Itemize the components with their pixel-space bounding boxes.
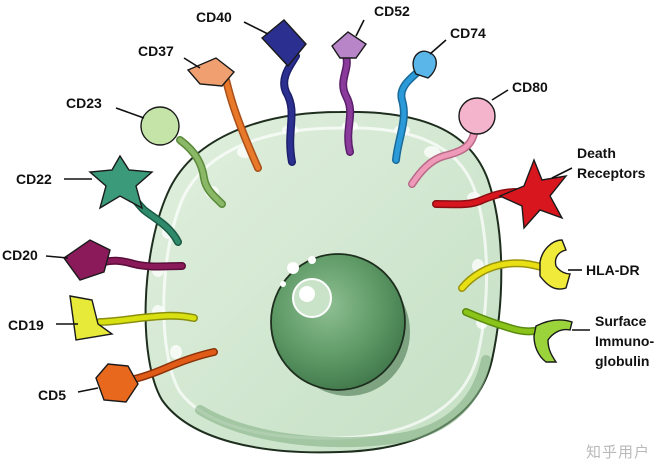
cd80-receptor-icon [458, 97, 496, 135]
nucleus [270, 253, 410, 396]
nucleus-highlight-main [299, 286, 315, 302]
cd5-label: CD5 [38, 387, 66, 403]
nucleus-highlight-2 [308, 256, 316, 264]
hla-dr-label: HLA-DR [586, 262, 640, 278]
cd40-receptor-icon [260, 19, 307, 68]
marker-cd74: CD74 [392, 25, 486, 164]
marker-hla-dr: HLA-DR [458, 239, 640, 292]
cd40-label: CD40 [196, 9, 232, 25]
cd80-label: CD80 [512, 79, 548, 95]
cell-shadow [195, 355, 491, 448]
marker-cd23: CD23 [66, 95, 226, 208]
marker-surface-immunoglobulin: Surface Immuno- globulin [462, 308, 654, 369]
cell-inner-rim [162, 126, 489, 440]
marker-cd40: CD40 [196, 9, 307, 166]
death-receptors-label-line2: Receptors [577, 165, 646, 181]
nucleus-highlight-3 [280, 281, 286, 287]
marker-death-receptors: Death Receptors [432, 145, 646, 230]
cd23-label: CD23 [66, 95, 102, 111]
cd52-label: CD52 [374, 3, 410, 19]
cd74-receptor-icon [412, 50, 437, 79]
marker-cd37: CD37 [138, 43, 262, 172]
surface-ig-label-line2: Immuno- [595, 333, 654, 349]
cd37-receptor-icon [186, 57, 236, 87]
marker-cd20: CD20 [2, 239, 186, 281]
cd22-label: CD22 [16, 171, 52, 187]
nucleus-body [270, 253, 406, 391]
hla-dr-receptor-icon [539, 239, 571, 290]
cd5-receptor-icon [95, 363, 139, 403]
cd52-receptor-icon [331, 31, 367, 59]
surface-ig-label-line3: globulin [595, 353, 649, 369]
cd22-receptor-icon [88, 154, 154, 210]
zhihu-watermark: 知乎用户 [585, 443, 650, 461]
cd20-label: CD20 [2, 247, 38, 263]
nucleus-highlight-1 [287, 262, 299, 274]
cd74-label: CD74 [450, 25, 486, 41]
cd19-label: CD19 [8, 317, 44, 333]
death-receptors-label-line1: Death [577, 145, 616, 161]
cd23-receptor-icon [140, 106, 180, 146]
cd20-receptor-icon [63, 239, 111, 281]
marker-cd5: CD5 [38, 348, 218, 403]
marker-cd80: CD80 [408, 79, 548, 188]
cd19-receptor-icon [69, 295, 114, 341]
marker-cd22: CD22 [16, 154, 182, 246]
death-receptor-icon [498, 158, 568, 230]
cd37-label: CD37 [138, 43, 174, 59]
marker-cd52: CD52 [331, 3, 410, 156]
surface-ig-receptor-icon [533, 319, 573, 363]
surface-ig-label-line1: Surface [595, 313, 647, 329]
marker-cd19: CD19 [8, 295, 198, 341]
